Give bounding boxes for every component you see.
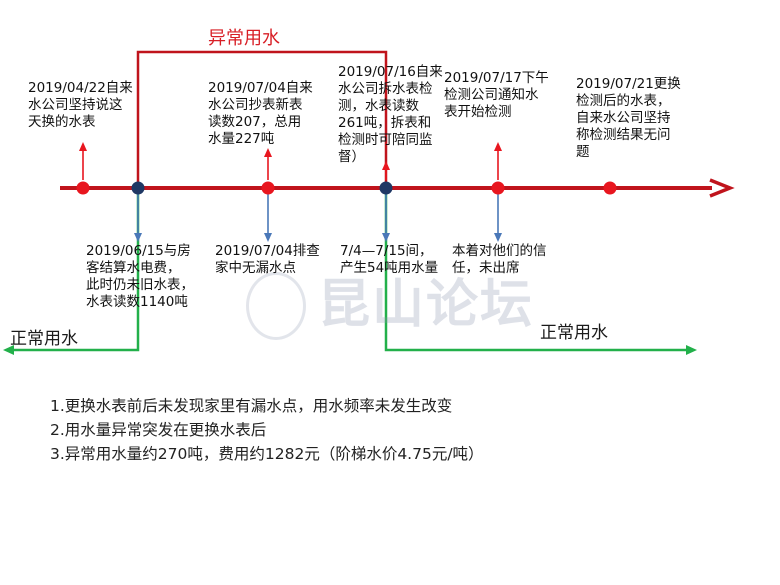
- normal-usage-label-left: 正常用水: [10, 329, 78, 349]
- summary-point-2: 2.用水量异常突发在更换水表后: [50, 421, 267, 439]
- event-note-0422: 2019/04/22自来 水公司坚持说这 天换的水表: [28, 80, 133, 130]
- event-note-0716: 2019/07/16自来 水公司拆水表检 测，水表读数 261吨，拆表和 检测时…: [338, 64, 443, 165]
- abnormal-period-bracket: [136, 50, 388, 188]
- event-note-absent: 本着对他们的信 任，未出席: [452, 243, 547, 276]
- marker-0615: [131, 181, 145, 195]
- event-note-0717: 2019/07/17下午 检测公司通知水 表开始检测: [444, 70, 549, 120]
- marker-0721: [603, 181, 617, 195]
- summary-point-1: 1.更换水表前后未发现家里有漏水点，用水频率未发生改变: [50, 397, 453, 415]
- summary-point-3: 3.异常用水量约270吨，费用约1282元（阶梯水价4.75元/吨）: [50, 445, 484, 463]
- marker-0716: [379, 181, 393, 195]
- timeline-arrowhead: [709, 178, 735, 198]
- marker-0704: [261, 181, 275, 195]
- event-note-0615: 2019/06/15与房 客结算水电费， 此时仍未旧水表， 水表读数1140吨: [86, 243, 194, 310]
- event-note-usage: 7/4—7/15间， 产生54吨用水量: [340, 243, 439, 276]
- marker-0717: [491, 181, 505, 195]
- marker-0422: [76, 181, 90, 195]
- normal-usage-label-right: 正常用水: [540, 323, 608, 343]
- abnormal-usage-label: 异常用水: [208, 28, 280, 49]
- normal-period-right-line: [384, 194, 697, 355]
- normal-period-left-line: [3, 194, 140, 355]
- event-note-0704-check: 2019/07/04排查 家中无漏水点: [215, 243, 320, 276]
- event-note-0721: 2019/07/21更换 检测后的水表， 自来水公司坚持 称检测结果无问 题: [576, 76, 681, 160]
- event-note-0704-reading: 2019/07/04自来 水公司抄表新表 读数207，总用 水量227吨: [208, 80, 313, 147]
